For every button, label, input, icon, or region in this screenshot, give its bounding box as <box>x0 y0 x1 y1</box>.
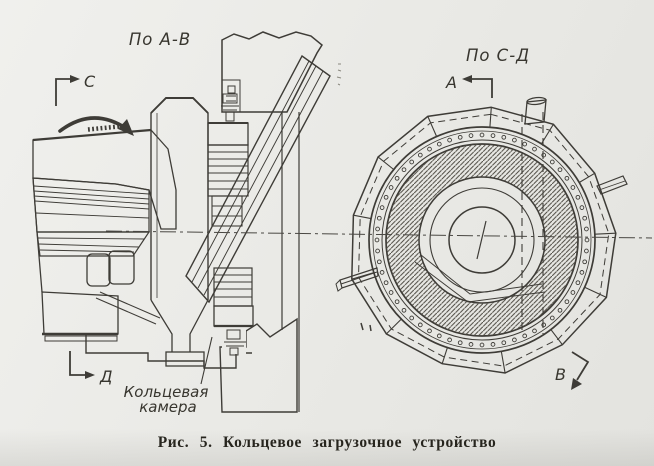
lower-hatched-block <box>41 291 119 335</box>
roller-block-right <box>108 250 135 285</box>
callout-ring-chamber: Кольцевая камера <box>124 336 213 416</box>
callout-line2: камера <box>139 398 197 416</box>
cone-lower-slope <box>36 231 151 257</box>
flange-lower-bandlines <box>214 274 252 298</box>
ring-outer-inner <box>372 130 592 350</box>
print-artifact <box>336 63 342 86</box>
right-section-view <box>335 63 628 374</box>
bolt-circle <box>374 132 590 348</box>
callout-line1: Кольцевая <box>124 383 209 401</box>
outlet-box <box>165 351 205 367</box>
chamber-inner-circle <box>418 176 546 304</box>
chamber-floor-lip <box>95 291 161 325</box>
cone-lower-slope-lines <box>37 237 145 253</box>
segmented-outer-ring <box>351 106 617 374</box>
flange-lower-bands <box>213 267 253 307</box>
roller-block-left <box>86 253 111 287</box>
ring-outer-circle <box>368 126 596 354</box>
cone-left-edge <box>32 177 43 293</box>
flange-lower-hatch <box>213 305 254 327</box>
chamber-column-roof <box>150 97 209 114</box>
view-title-left: По А-В <box>129 30 191 49</box>
center-mark <box>476 220 487 260</box>
arrow-label-c: С <box>84 72 96 91</box>
serrated-strip <box>87 123 125 132</box>
flange-upper-hatch <box>207 122 249 146</box>
funnel-walls <box>150 299 209 352</box>
section-arrow-b: В <box>555 351 590 390</box>
figure-caption: Рис. 5. Кольцевое загрузочное устройство <box>158 434 497 451</box>
notch-bolt-marks <box>226 85 236 107</box>
view-title-right: По С-Д <box>466 46 530 65</box>
feed-pipe <box>524 96 547 125</box>
anchor-bolt-bottom <box>222 328 246 356</box>
annular-chamber-hatched <box>386 144 579 336</box>
flange-upper-foot <box>211 195 243 227</box>
axis-centerline <box>105 230 653 239</box>
flange-upper-bandlines <box>208 151 248 190</box>
section-arrow-a: А <box>445 73 493 98</box>
tick-marks <box>360 322 372 332</box>
chamber-column <box>150 97 209 300</box>
arrow-label-b: В <box>555 365 566 384</box>
flange-circle-a <box>381 139 583 341</box>
section-arrow-d: Д <box>69 351 113 386</box>
right-lug <box>596 175 628 195</box>
loading-chute <box>185 54 331 304</box>
left-section-view <box>32 31 331 413</box>
left-chute-bracket <box>335 267 379 292</box>
arrow-label-d: Д <box>99 367 113 386</box>
masonry-top-block <box>221 31 323 113</box>
anchor-bolt-top <box>221 93 239 122</box>
gate-chords <box>414 254 546 303</box>
section-arrow-c: С <box>55 72 96 106</box>
cone-band-lines <box>33 185 150 219</box>
bottom-bracket <box>85 334 252 369</box>
bell-circle <box>448 206 516 274</box>
arrow-label-a: А <box>445 73 457 92</box>
rotation-arrowhead <box>118 119 134 136</box>
lower-block-strip <box>44 335 118 342</box>
rotation-arrow <box>58 116 129 133</box>
callout-leader-line <box>200 336 213 385</box>
hidden-chute-dashed <box>521 112 544 334</box>
